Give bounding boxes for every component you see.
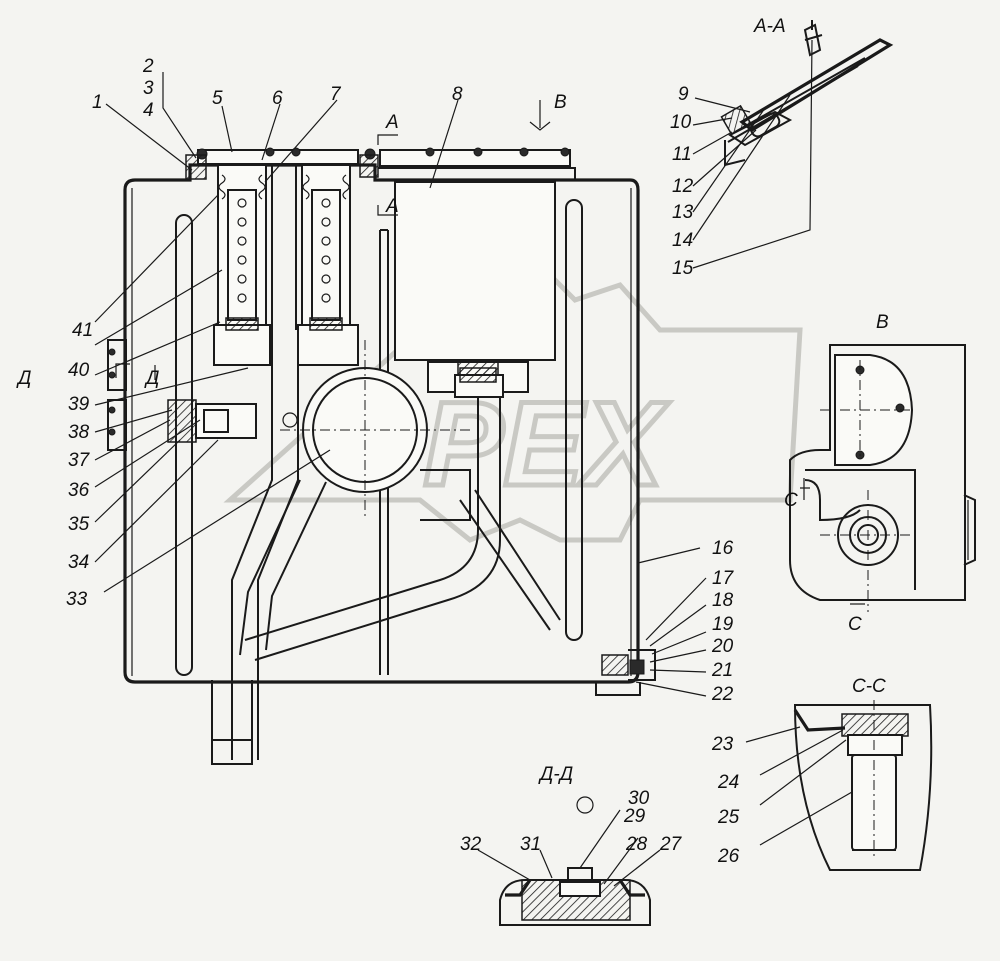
callout-39: 39 xyxy=(68,394,90,415)
callout-4: 4 xyxy=(143,100,154,121)
section-dd-title: Д-Д xyxy=(538,764,573,785)
section-a-mark-top: А xyxy=(385,112,399,133)
callout-10: 10 xyxy=(670,112,692,133)
callout-24: 24 xyxy=(717,772,739,793)
callout-17: 17 xyxy=(712,568,735,589)
callout-22: 22 xyxy=(711,684,734,705)
section-cc-view xyxy=(793,700,933,871)
callout-19: 19 xyxy=(712,614,734,635)
section-c-mark-bottom: С xyxy=(848,614,862,635)
callout-5: 5 xyxy=(212,88,223,109)
callout-13: 13 xyxy=(672,202,694,223)
callout-38: 38 xyxy=(68,422,90,443)
callout-32: 32 xyxy=(460,834,482,855)
callout-36: 36 xyxy=(68,480,90,501)
main-tank-view xyxy=(107,147,656,765)
callout-26: 26 xyxy=(717,846,740,867)
callout-28: 28 xyxy=(625,834,648,855)
callout-12: 12 xyxy=(672,176,694,197)
view-b xyxy=(789,344,976,612)
callout-29: 29 xyxy=(623,806,646,827)
callout-1: 1 xyxy=(92,92,103,113)
callout-8: 8 xyxy=(452,84,463,105)
callout-21: 21 xyxy=(711,660,733,681)
callout-31: 31 xyxy=(520,834,541,855)
callout-35: 35 xyxy=(68,514,90,535)
callout-16: 16 xyxy=(712,538,734,559)
callout-37: 37 xyxy=(68,450,91,471)
callout-20: 20 xyxy=(711,636,734,657)
callout-11: 11 xyxy=(672,144,692,165)
section-dd-view xyxy=(499,796,651,926)
leader-lines xyxy=(94,39,865,887)
section-cc-title: С-С xyxy=(852,676,886,697)
callout-41: 41 xyxy=(72,320,93,341)
section-aa-view xyxy=(720,20,894,167)
section-c-mark-top: С xyxy=(784,490,798,511)
callout-6: 6 xyxy=(272,88,283,109)
callout-34: 34 xyxy=(68,552,89,573)
callout-18: 18 xyxy=(712,590,734,611)
callout-25: 25 xyxy=(717,807,740,828)
view-b-title: В xyxy=(876,312,889,333)
callout-3: 3 xyxy=(143,78,154,99)
section-d-mark-left: Д xyxy=(16,368,31,389)
callout-23: 23 xyxy=(711,734,734,755)
section-a-mark-bottom: А xyxy=(385,196,399,217)
callout-30: 30 xyxy=(628,788,650,809)
callout-33: 33 xyxy=(66,589,88,610)
callout-14: 14 xyxy=(672,230,693,251)
section-aa-title: А-А xyxy=(753,16,786,37)
callout-27: 27 xyxy=(659,834,683,855)
section-d-mark-right: Д xyxy=(144,368,159,389)
callout-40: 40 xyxy=(68,360,90,381)
callout-9: 9 xyxy=(678,84,689,105)
view-b-arrow-label: В xyxy=(554,92,567,113)
callout-15: 15 xyxy=(672,258,694,279)
callout-2: 2 xyxy=(142,56,154,77)
callout-labels: 1 2 3 4 5 6 7 8 9 10 11 12 13 14 15 16 1… xyxy=(66,56,740,867)
callout-7: 7 xyxy=(330,84,342,105)
section-titles: А-А А А В В С-С С С Д-Д Д Д xyxy=(16,16,889,785)
